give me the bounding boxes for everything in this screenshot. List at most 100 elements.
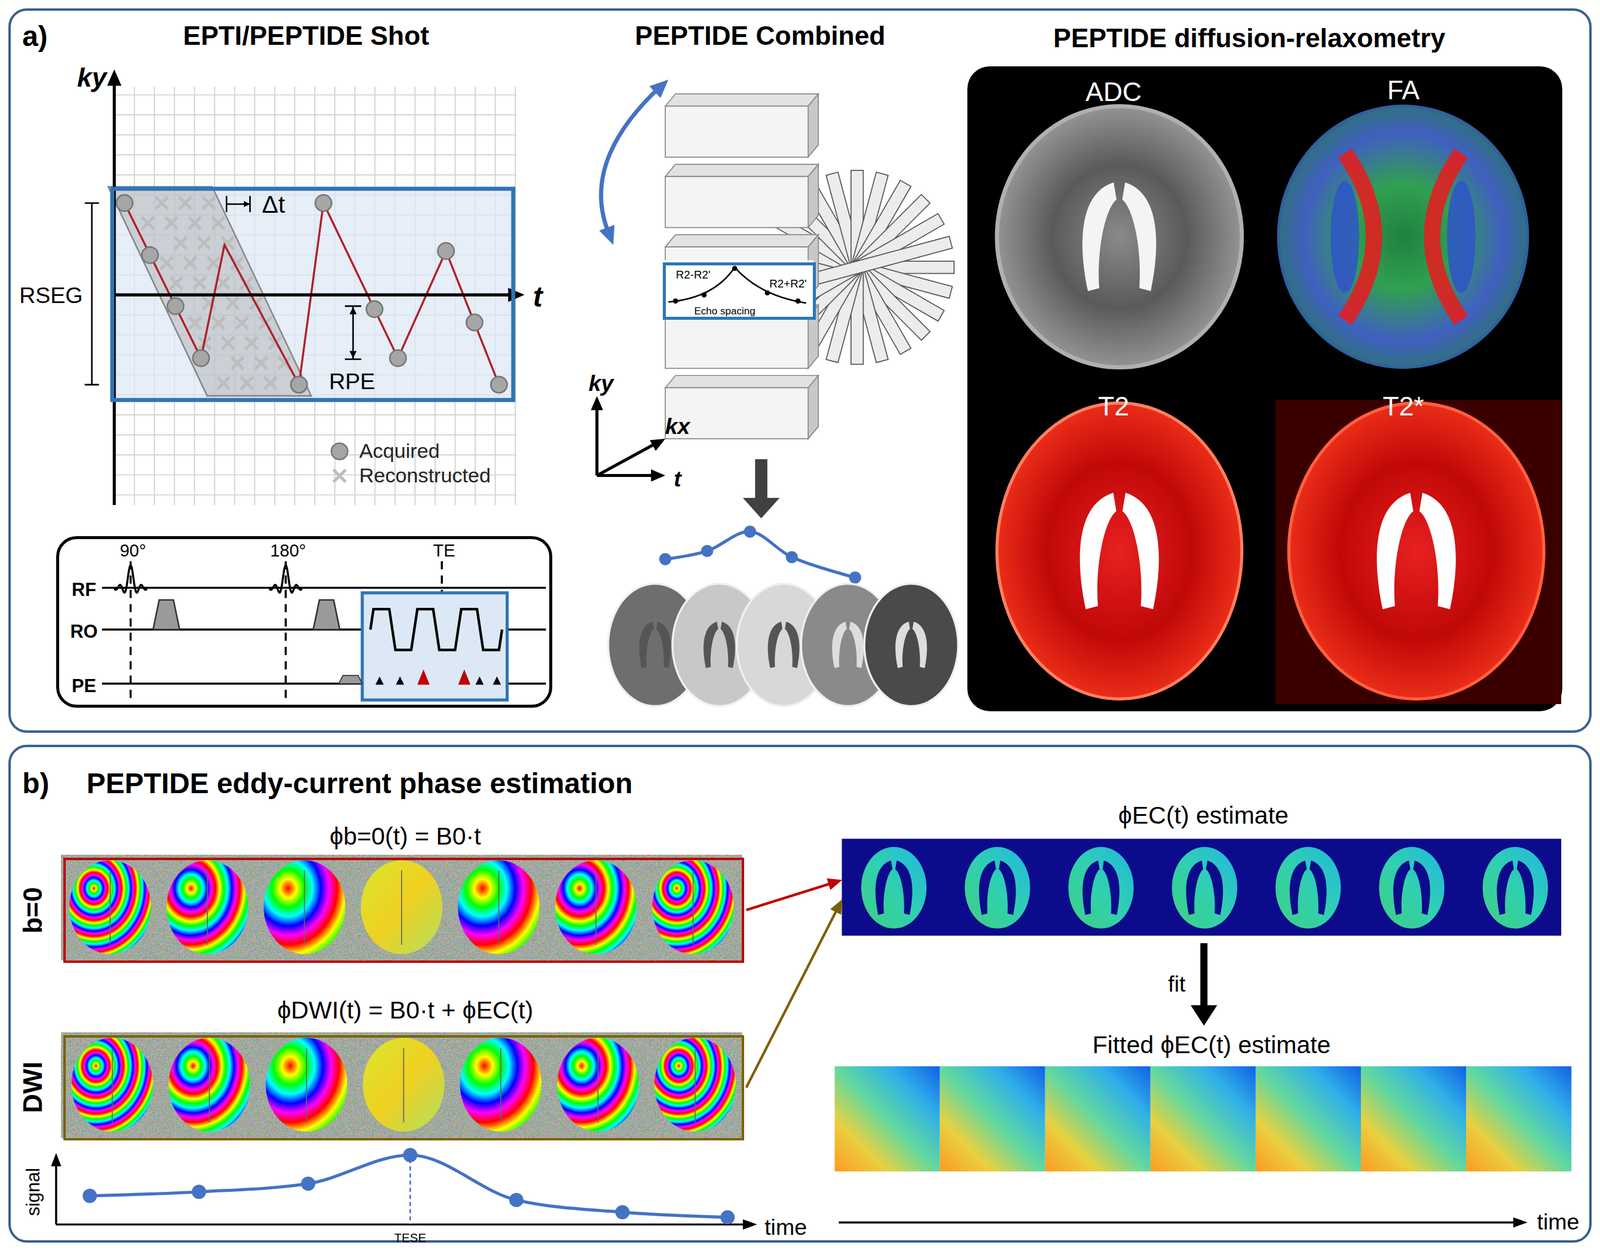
axis-kx	[597, 444, 656, 476]
echo-dot	[785, 551, 798, 564]
rseg-bracket	[84, 203, 100, 385]
echo-dot	[191, 1184, 207, 1199]
acquired-point	[490, 376, 507, 393]
axis-ky	[595, 408, 599, 476]
grid-line	[114, 154, 517, 156]
arrow-head	[508, 287, 525, 302]
inset-dot	[795, 298, 801, 304]
legend-entry: Reconstructed	[329, 465, 534, 486]
arrow-head	[649, 438, 666, 451]
segment-parallelogram	[108, 186, 312, 396]
ventricle	[979, 860, 1017, 916]
ventricle	[1080, 493, 1159, 610]
noise-background	[60, 1032, 742, 1138]
ventricle	[1496, 860, 1534, 916]
node-label: 180°	[270, 541, 307, 561]
acquired-point	[389, 350, 406, 367]
acquired-point	[437, 242, 454, 259]
panel-title: EPTI/PEPTIDE Shot	[182, 20, 430, 51]
fitted-phase-map	[1150, 1066, 1256, 1172]
dimension-label: Δt	[261, 191, 286, 219]
signal-curve	[665, 531, 856, 578]
estimate-ground	[841, 838, 1562, 936]
reconstructed-mark	[179, 196, 192, 209]
pe-blip	[493, 676, 502, 685]
reconstructed-mark	[207, 257, 220, 269]
reconstructed-mark	[236, 316, 249, 329]
signal-curve	[89, 1155, 728, 1218]
reconstructed-mark	[197, 236, 210, 249]
ec-estimate-strip: ϕEC(t) estimate	[843, 840, 1564, 938]
ventricle	[1082, 182, 1156, 292]
slab-front	[665, 317, 809, 369]
phase-image	[265, 1037, 348, 1132]
node-heading: R2-R2'	[675, 268, 711, 281]
phase-image	[168, 1037, 251, 1132]
connector	[746, 899, 843, 1088]
grid-line	[114, 494, 517, 496]
phase-image	[362, 1037, 445, 1132]
axis-label: signal	[23, 1167, 44, 1216]
ventricle	[1377, 493, 1456, 610]
timing-line	[129, 561, 132, 703]
node-label: RF	[71, 579, 97, 601]
grid-line	[114, 294, 517, 296]
reconstructed-mark	[217, 377, 230, 390]
node-label: TE	[433, 541, 456, 561]
legend-text: Acquired	[359, 439, 440, 463]
slab-side	[808, 93, 819, 158]
ventricle	[1393, 860, 1431, 916]
relaxometry-panel: PEPTIDE diffusion-relaxometryADCFAT2T2*	[969, 68, 1565, 714]
te-marker	[409, 1158, 412, 1225]
reconstructed-mark	[202, 196, 215, 209]
node-label: RO	[69, 621, 98, 642]
phase-midline	[597, 1047, 599, 1123]
ec-phase-image	[861, 846, 927, 929]
arrow-head	[1513, 1217, 1528, 1228]
arrow-head	[649, 79, 669, 99]
arrow-head	[349, 307, 357, 315]
fitted-ec-strip: Fitted ϕEC(t) estimate	[837, 1068, 1575, 1174]
gradient-lobe	[153, 600, 180, 630]
arrow-head	[598, 224, 615, 246]
arrow-head	[243, 200, 250, 207]
node-heading: Fitted ϕEC(t) estimate	[1092, 1031, 1332, 1059]
pe-blip	[475, 676, 485, 685]
ventricle	[1186, 860, 1224, 916]
node-label: T2*	[1383, 392, 1425, 422]
phase-midline	[403, 1047, 405, 1123]
node-label: DWI	[18, 1060, 48, 1113]
phase-midline	[111, 1047, 113, 1123]
arrow-head	[591, 395, 604, 411]
grid-line	[114, 134, 517, 136]
grid-line	[114, 174, 517, 176]
ec-phase-image	[1172, 846, 1238, 929]
dt-bracket	[226, 196, 250, 213]
grid-line	[114, 414, 517, 416]
legend-swatch	[329, 465, 350, 486]
t2star-map	[1288, 402, 1544, 699]
fa-tract	[1446, 180, 1476, 293]
echo-dot	[509, 1192, 524, 1208]
axis-label: time	[1537, 1210, 1580, 1235]
acquired-point	[366, 301, 383, 318]
fitted-phase-map	[1045, 1066, 1151, 1172]
echo-dot	[701, 545, 714, 558]
node-heading: 90°	[119, 541, 146, 561]
connector-line	[746, 883, 832, 911]
echo-dot	[659, 552, 672, 565]
ventricle	[1289, 860, 1327, 916]
dimension-label: RPE	[328, 369, 375, 394]
ventricle	[639, 621, 672, 669]
ec-phase-image	[1378, 846, 1445, 929]
phase-midline	[206, 870, 208, 945]
grid-line	[114, 94, 517, 96]
ec-phase-image	[1275, 846, 1341, 929]
legend-entry: Acquired	[329, 441, 534, 462]
arrow-head	[1190, 1005, 1217, 1026]
phase-image	[557, 1037, 639, 1132]
reconstructed-mark	[174, 236, 187, 249]
